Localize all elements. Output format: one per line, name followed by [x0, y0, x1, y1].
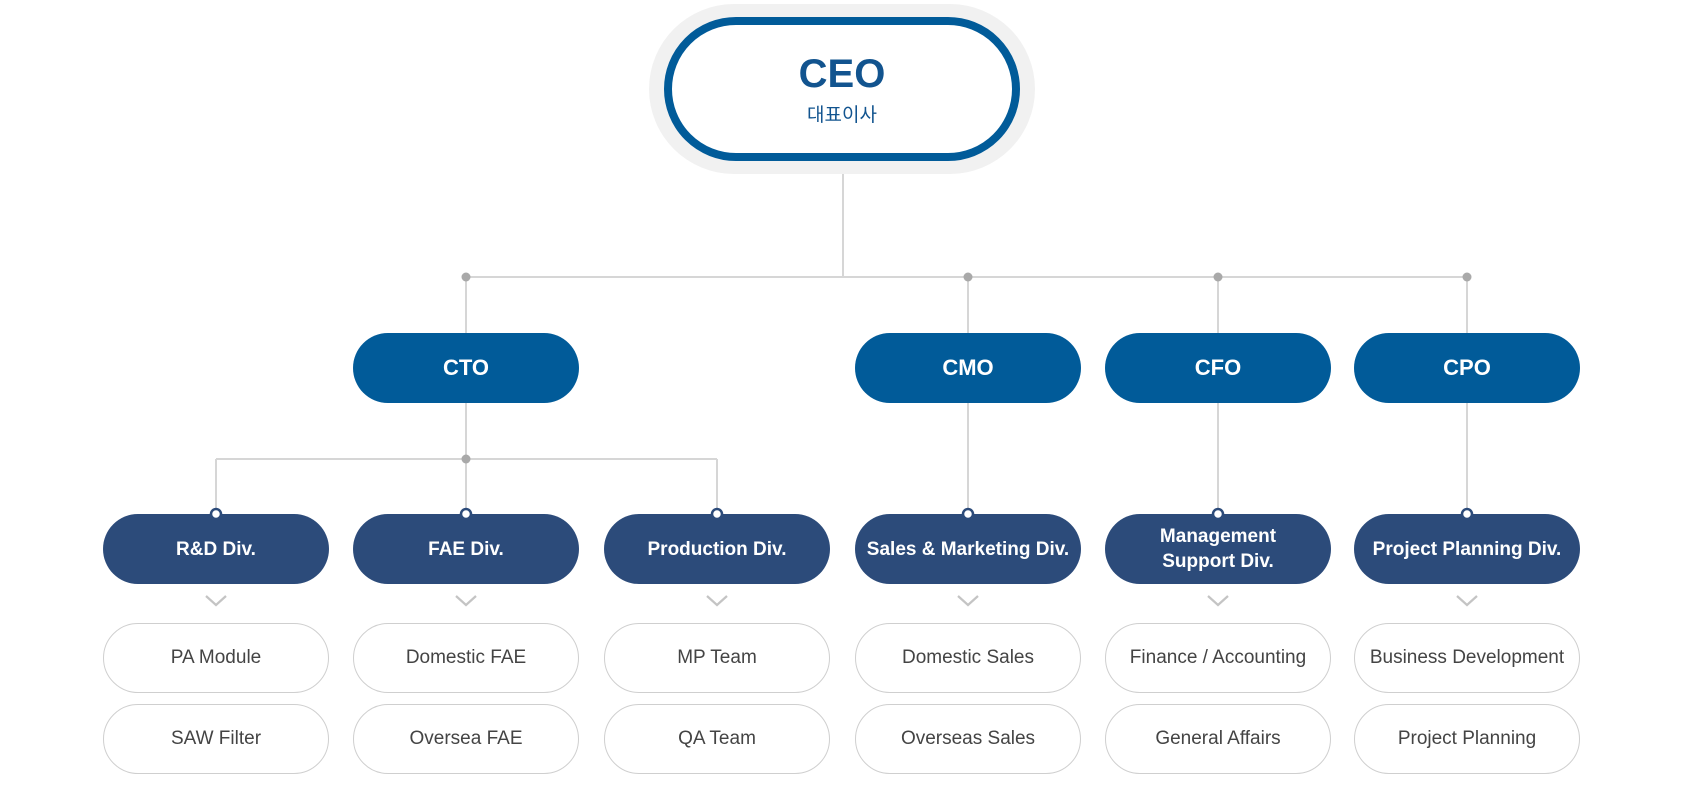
- exec-cfo: CFO: [1105, 333, 1331, 403]
- exec-cpo: CPO: [1354, 333, 1580, 403]
- junction-dot: [1213, 272, 1223, 282]
- division-label-line: Support Div.: [1162, 551, 1274, 572]
- division-management-support: Management Support Div.: [1105, 514, 1331, 584]
- team-overseas-sales: Overseas Sales: [855, 704, 1081, 774]
- chevron-down-icon: [1456, 595, 1478, 607]
- ceo-title: CEO: [798, 51, 886, 96]
- chevron-down-icon: [455, 595, 477, 607]
- division-fae: FAE Div.: [353, 514, 579, 584]
- team-domestic-fae: Domestic FAE: [353, 623, 579, 693]
- team-finance-accounting: Finance / Accounting: [1105, 623, 1331, 693]
- division-project-planning: Project Planning Div.: [1354, 514, 1580, 584]
- team-qa: QA Team: [604, 704, 830, 774]
- division-production: Production Div.: [604, 514, 830, 584]
- junction-dot: [461, 454, 471, 464]
- team-pa-module: PA Module: [103, 623, 329, 693]
- junction-dot: [963, 272, 973, 282]
- exec-cmo: CMO: [855, 333, 1081, 403]
- ceo-subtitle: 대표이사: [807, 103, 877, 126]
- junction-dot: [461, 272, 471, 282]
- team-mp: MP Team: [604, 623, 830, 693]
- exec-cto: CTO: [353, 333, 579, 403]
- team-general-affairs: General Affairs: [1105, 704, 1331, 774]
- chevron-down-icon: [706, 595, 728, 607]
- team-oversea-fae: Oversea FAE: [353, 704, 579, 774]
- chevron-down-icon: [205, 595, 227, 607]
- chevron-down-icon: [957, 595, 979, 607]
- division-rnd: R&D Div.: [103, 514, 329, 584]
- chevron-down-icon: [1207, 595, 1229, 607]
- team-saw-filter: SAW Filter: [103, 704, 329, 774]
- team-domestic-sales: Domestic Sales: [855, 623, 1081, 693]
- division-sales-marketing: Sales & Marketing Div.: [855, 514, 1081, 584]
- junction-dot: [1462, 272, 1472, 282]
- team-business-development: Business Development: [1354, 623, 1580, 693]
- ceo-node: CEO 대표이사: [664, 17, 1020, 161]
- team-project-planning: Project Planning: [1354, 704, 1580, 774]
- division-label-line: Management: [1159, 526, 1277, 547]
